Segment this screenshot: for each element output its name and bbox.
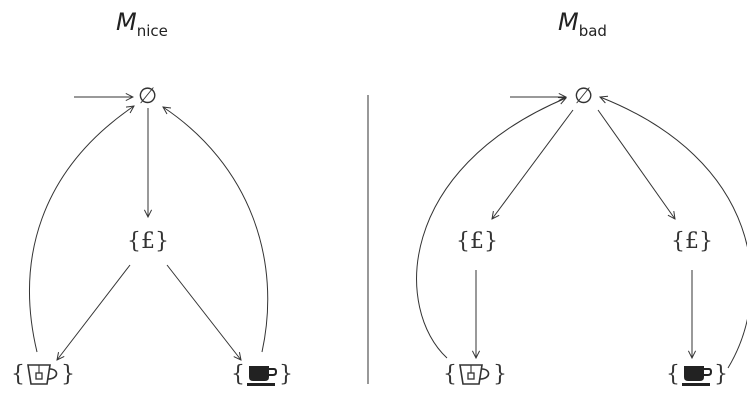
left-edge-pound-to-tea: [57, 264, 131, 360]
right-edge-coffee-to-empty: [600, 97, 747, 369]
right-diagram-title: Mbad: [558, 8, 607, 40]
brace-close: }: [493, 362, 507, 387]
left-edge-coffee-to-empty: [163, 107, 269, 353]
brace-close: }: [61, 362, 75, 387]
tea-cup-icon: [27, 364, 58, 385]
brace-close: }: [279, 362, 293, 387]
left-node-empty: ∅: [138, 84, 158, 109]
brace-open: {: [666, 362, 680, 387]
right-node-tea: { }: [443, 362, 507, 388]
coffee-cup-icon: [682, 366, 713, 386]
right-edge-empty-to-pound-left: [492, 109, 574, 219]
left-edge-tea-to-empty: [29, 106, 134, 353]
right-node-pound-left: {£}: [456, 229, 498, 254]
left-edge-pound-to-coffee: [166, 264, 241, 360]
coffee-cup-icon: [247, 366, 278, 386]
right-node-pound-right: {£}: [671, 229, 713, 254]
left-diagram-title: Mnice: [116, 8, 168, 40]
tea-cup-icon: [459, 364, 490, 385]
right-title-sub: bad: [578, 21, 607, 40]
right-title-main: M: [558, 8, 579, 36]
left-node-pound: {£}: [127, 229, 169, 254]
left-node-coffee: { }: [231, 362, 293, 388]
brace-open: {: [443, 362, 457, 387]
left-node-tea: { }: [11, 362, 75, 388]
left-title-main: M: [116, 8, 137, 36]
right-node-empty: ∅: [574, 84, 594, 109]
right-node-coffee: { }: [666, 362, 728, 388]
right-edge-empty-to-pound-right: [597, 109, 675, 219]
right-edge-tea-to-empty: [416, 98, 566, 359]
brace-open: {: [11, 362, 25, 387]
brace-open: {: [231, 362, 245, 387]
brace-close: }: [714, 362, 728, 387]
left-title-sub: nice: [136, 21, 168, 40]
